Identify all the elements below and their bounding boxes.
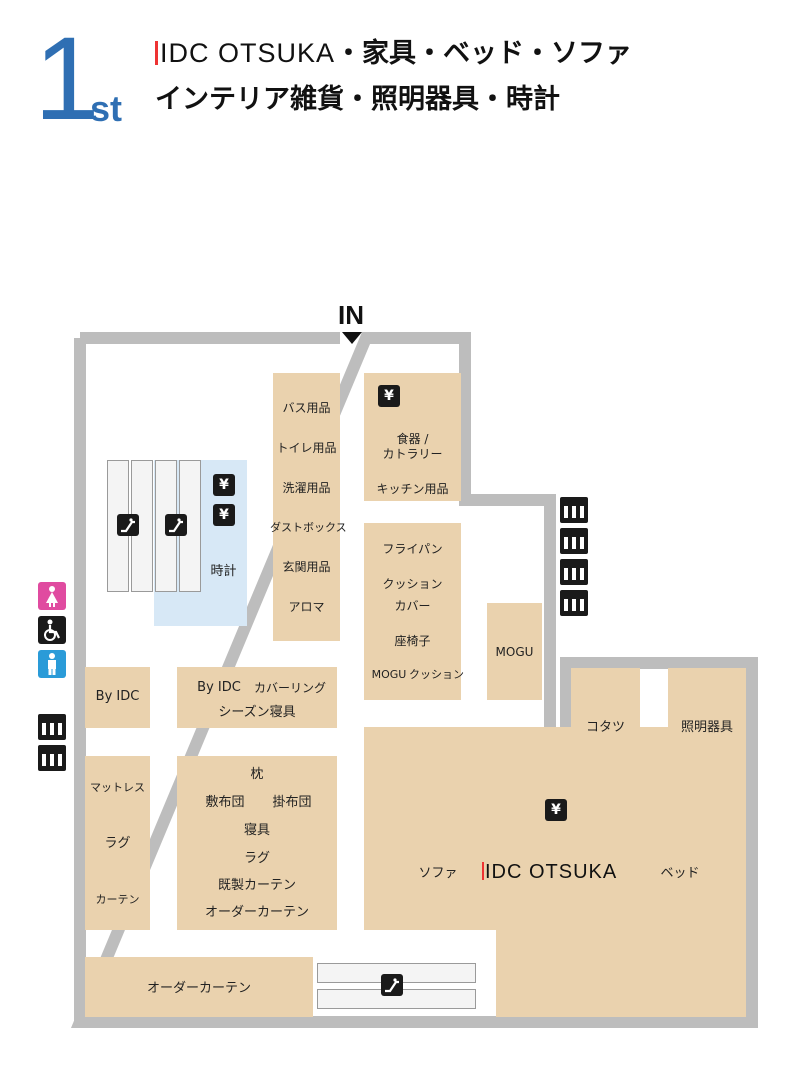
label-kitchen: キッチン用品 <box>376 482 449 496</box>
yen-icon: ¥ <box>213 474 235 496</box>
men-restroom-icon <box>38 650 66 678</box>
label-cover-ring: カバーリング <box>253 681 326 695</box>
label-tableware: 食器 / <box>396 432 429 446</box>
accessible-restroom-icon <box>38 616 66 644</box>
label-toilet: トイレ用品 <box>276 441 337 455</box>
area-by-idc-left <box>85 667 150 728</box>
label-futon-kake: 掛布団 <box>272 795 312 810</box>
label-frying-pan: フライパン <box>382 542 443 556</box>
floor-title-line2: インテリア雑貨・照明器具・時計 <box>155 84 560 115</box>
label-order-curtain-mid: オーダーカーテン <box>204 905 309 920</box>
label-mogu: MOGU <box>495 645 534 659</box>
floor-number: 1 <box>34 13 100 145</box>
label-by-idc-left: By IDC <box>95 689 140 704</box>
label-cover: カバー <box>394 599 431 613</box>
label-cushion: クッション <box>382 577 443 591</box>
label-rug-left: ラグ <box>104 836 131 851</box>
label-by-idc-mid: By IDC <box>197 680 241 695</box>
label-laundry: 洗濯用品 <box>282 481 331 495</box>
label-mogu-small: MOGU <box>371 668 407 681</box>
label-pillow: 枕 <box>250 767 264 782</box>
elevator-icon <box>560 497 588 616</box>
label-cutlery: カトラリー <box>382 447 443 461</box>
label-bedding: 寝具 <box>243 823 270 838</box>
escalator-icon <box>165 514 187 536</box>
label-lighting: 照明器具 <box>680 720 733 735</box>
area-lighting <box>668 668 746 784</box>
escalator-icon <box>381 974 403 996</box>
entrance-label: IN <box>338 300 364 330</box>
store-brand-logo: IDC OTSUKA <box>482 861 617 884</box>
area-cushion <box>364 523 461 700</box>
label-sofa: ソファ <box>418 866 458 881</box>
floor-title-line1: IDC OTSUKA・家具・ベッド・ソファ <box>155 40 632 67</box>
area-mogu <box>487 603 542 700</box>
label-kotatsu: コタツ <box>585 720 625 735</box>
area-mattress <box>85 756 150 930</box>
label-rug-mid: ラグ <box>243 851 270 866</box>
label-ready-curtain: 既製カーテン <box>217 878 296 893</box>
floor-suffix: st <box>90 88 123 129</box>
label-clock: 時計 <box>210 564 237 579</box>
label-dustbox: ダストボックス <box>270 521 347 534</box>
escalator-icon <box>117 514 139 536</box>
yen-icon: ¥ <box>378 385 400 407</box>
label-bath: バス用品 <box>282 401 331 415</box>
area-household-goods <box>273 373 340 641</box>
women-restroom-icon <box>38 582 66 610</box>
area-by-idc-mid <box>177 667 337 728</box>
yen-icon: ¥ <box>213 504 235 526</box>
area-bedding <box>177 756 337 930</box>
label-mattress: マットレス <box>90 781 145 794</box>
yen-icon: ¥ <box>545 799 567 821</box>
label-aroma: アロマ <box>288 600 325 614</box>
label-entrance-goods: 玄関用品 <box>282 560 331 574</box>
area-kotatsu-side <box>571 668 640 818</box>
area-order-curtain <box>85 957 313 1017</box>
label-curtain-left: カーテン <box>95 893 140 906</box>
area-furniture-lower <box>496 930 746 1017</box>
title-categories: ・家具・ベッド・ソファ <box>335 38 633 69</box>
label-bed: ベッド <box>660 866 700 881</box>
label-cushion-small: クッション <box>409 668 464 681</box>
label-futon-shiki: 敷布団 <box>205 795 245 810</box>
entrance-arrow-icon <box>342 332 362 344</box>
label-order-curtain-bottom: オーダーカーテン <box>146 981 251 996</box>
label-floor-chair: 座椅子 <box>394 634 431 648</box>
idc-otsuka-logo: IDC OTSUKA <box>155 38 335 68</box>
label-season-bedding: シーズン寝具 <box>218 705 296 720</box>
elevator-icon <box>38 714 66 771</box>
